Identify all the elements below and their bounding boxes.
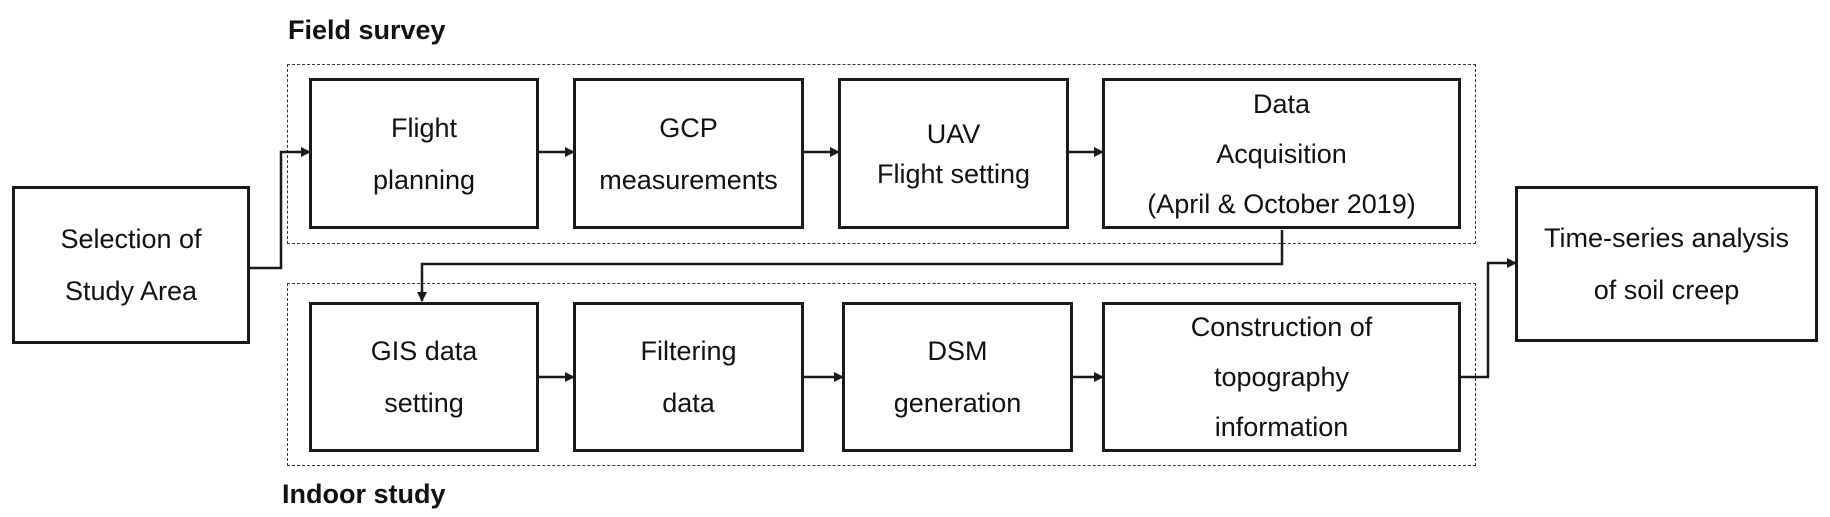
arrow-data-acquisition-to-gis — [417, 230, 1284, 302]
data-acquisition-line-1: Data — [1252, 88, 1311, 119]
filtering-data-box: Filtering data — [573, 302, 804, 452]
time-series-line-2: of soil creep — [1593, 275, 1740, 305]
flight-planning-box: Flight planning — [309, 78, 539, 229]
gis-line-2: setting — [384, 388, 464, 418]
indoor-study-title: Indoor study — [282, 479, 446, 509]
gcp-line-1: GCP — [659, 112, 718, 143]
dsm-generation-box: DSM generation — [842, 302, 1073, 452]
field-survey-title: Field survey — [288, 15, 446, 45]
field-survey-frame — [287, 64, 1476, 244]
selection-of-study-area-box: Selection of Study Area — [12, 186, 250, 344]
topography-line-2: topography — [1213, 362, 1350, 392]
topography-information-box: Construction of topography information — [1102, 302, 1461, 452]
selection-line-2: Study Area — [64, 276, 198, 306]
gis-line-1: GIS data — [370, 336, 478, 366]
gis-data-setting-box: GIS data setting — [309, 302, 539, 452]
time-series-line-1: Time-series analysis — [1543, 223, 1790, 253]
selection-line-1: Selection of — [60, 224, 202, 254]
filtering-line-1: Filtering — [640, 336, 737, 366]
gcp-line-2: measurements — [599, 164, 778, 195]
uav-line-1: UAV — [926, 118, 981, 149]
flight-planning-line-2: planning — [372, 164, 476, 195]
uav-line-2: Flight setting — [876, 158, 1031, 189]
flight-planning-line-1: Flight — [390, 112, 458, 143]
data-acquisition-line-3: (April & October 2019) — [1147, 188, 1416, 219]
gcp-measurements-box: GCP measurements — [573, 78, 804, 229]
dsm-line-2: generation — [893, 388, 1022, 418]
dsm-line-1: DSM — [927, 336, 988, 366]
topography-line-3: information — [1214, 412, 1349, 442]
topography-line-1: Construction of — [1190, 312, 1373, 342]
data-acquisition-box: Data Acquisition (April & October 2019) — [1102, 78, 1461, 229]
indoor-study-frame — [287, 283, 1476, 466]
uav-flight-setting-box: UAV Flight setting — [838, 78, 1069, 229]
data-acquisition-line-2: Acquisition — [1216, 138, 1347, 169]
time-series-analysis-box: Time-series analysis of soil creep — [1515, 186, 1818, 342]
filtering-line-2: data — [662, 388, 715, 418]
arrow-topography-to-time-series — [1460, 258, 1517, 379]
arrow-selection-to-flight-planning — [247, 147, 311, 270]
